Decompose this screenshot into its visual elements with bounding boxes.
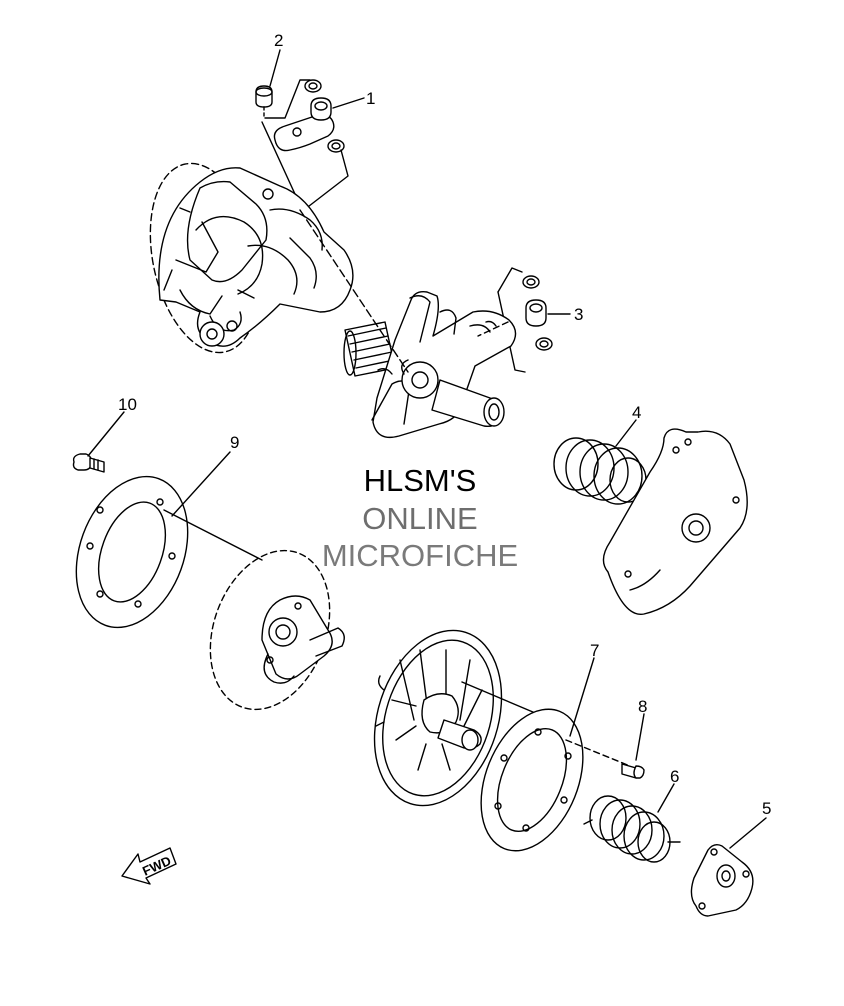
part-2-pin	[255, 49, 281, 119]
part-1-weight-arm	[261, 79, 365, 214]
drive-housing	[149, 162, 354, 354]
part-4-spring	[553, 419, 647, 505]
watermark-line-2: ONLINE	[362, 501, 478, 536]
callout-5: 5	[762, 799, 771, 818]
part-9-plate	[75, 451, 263, 629]
callout-8: 8	[638, 697, 647, 716]
fixed-sheave	[209, 549, 345, 711]
callout-labels: 2 1 3 4 10 9 7 8 6 5	[118, 31, 771, 818]
movable-sheave	[373, 629, 567, 807]
part-10-bolt	[72, 411, 125, 473]
part-7-plate	[480, 657, 631, 852]
part-6-spring	[583, 783, 681, 863]
fwd-label: FWD	[140, 853, 173, 879]
watermark-line-3: MICROFICHE	[321, 538, 519, 573]
cam-cover-plate	[602, 428, 748, 615]
fwd-direction-arrow: FWD	[121, 847, 177, 885]
callout-2: 2	[274, 31, 283, 50]
watermark-line-1: HLSM'S	[363, 463, 477, 498]
callout-3: 3	[574, 305, 583, 324]
part-5-cover	[690, 817, 767, 917]
callout-7: 7	[590, 641, 599, 660]
spider-hub	[299, 209, 517, 439]
part-3-rollers	[497, 267, 571, 373]
part-8-bolt	[621, 713, 645, 779]
callout-6: 6	[670, 767, 679, 786]
callout-4: 4	[632, 403, 641, 422]
callout-9: 9	[230, 433, 239, 452]
callout-10: 10	[118, 395, 137, 414]
callout-1: 1	[366, 89, 375, 108]
